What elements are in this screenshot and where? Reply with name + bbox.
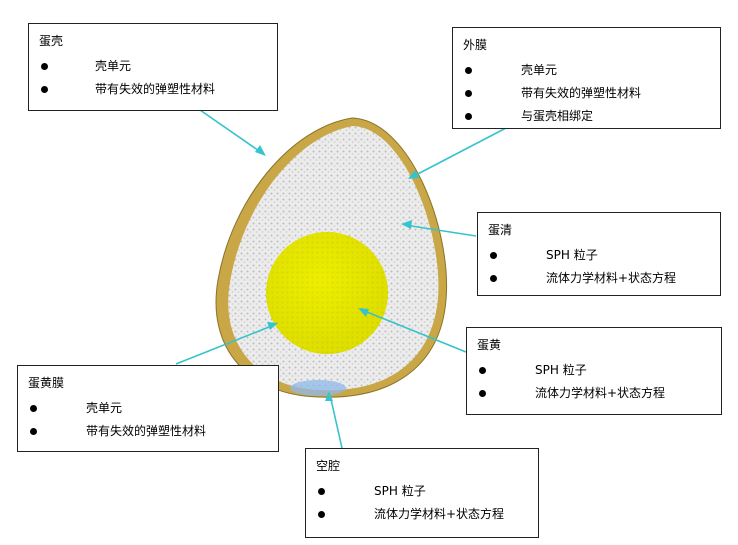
list-item: SPH 粒子 <box>488 244 710 267</box>
list-item-text: 带有失效的弹塑性材料 <box>86 424 207 438</box>
callout-list: 壳单元 带有失效的弹塑性材料 <box>39 55 267 101</box>
arrowhead-outer-membrane <box>408 170 419 179</box>
list-item: SPH 粒子 <box>477 359 711 382</box>
egg-yolk-shade <box>266 232 388 354</box>
callout-title: 蛋清 <box>488 223 513 237</box>
callout-yolk-membrane: 蛋黄膜 壳单元 带有失效的弹塑性材料 <box>17 365 279 452</box>
bullet-icon <box>490 275 497 282</box>
list-item-text: 与蛋壳相绑定 <box>521 109 594 123</box>
list-item: 带有失效的弹塑性材料 <box>28 420 268 443</box>
leader-yolk <box>361 309 467 353</box>
leader-outer-membrane <box>411 127 507 178</box>
callout-albumen: 蛋清 SPH 粒子 流体力学材料+状态方程 <box>477 212 721 296</box>
callout-title: 空腔 <box>316 459 341 473</box>
list-item: 壳单元 <box>28 397 268 420</box>
list-item: 与蛋壳相绑定 <box>463 105 710 128</box>
callout-outer-membrane: 外膜 壳单元 带有失效的弹塑性材料 与蛋壳相绑定 <box>452 27 721 129</box>
list-item-text: 壳单元 <box>86 401 123 415</box>
list-item-text: 壳单元 <box>95 59 132 73</box>
leader-shell <box>199 109 263 154</box>
callout-list: 壳单元 带有失效的弹塑性材料 与蛋壳相绑定 <box>463 59 710 128</box>
list-item-text: 流体力学材料+状态方程 <box>535 386 666 400</box>
list-item-text: 带有失效的弹塑性材料 <box>521 86 642 100</box>
bullet-icon <box>465 113 472 120</box>
leader-lines <box>175 109 507 449</box>
list-item-text: SPH 粒子 <box>374 484 426 498</box>
list-item: 流体力学材料+状态方程 <box>477 382 711 405</box>
list-item: 壳单元 <box>39 55 267 78</box>
egg-air-cell <box>290 380 346 396</box>
list-item-text: SPH 粒子 <box>535 363 587 377</box>
leader-yolk-membrane <box>175 324 275 365</box>
callout-air-cell: 空腔 SPH 粒子 流体力学材料+状态方程 <box>305 448 539 538</box>
callout-yolk: 蛋黄 SPH 粒子 流体力学材料+状态方程 <box>466 327 722 415</box>
callout-title: 蛋黄 <box>477 338 502 352</box>
callout-shell: 蛋壳 壳单元 带有失效的弹塑性材料 <box>28 23 278 111</box>
list-item: 流体力学材料+状态方程 <box>488 267 710 290</box>
list-item-text: 流体力学材料+状态方程 <box>546 271 677 285</box>
arrowhead-yolk-membrane <box>267 322 278 330</box>
callout-list: 壳单元 带有失效的弹塑性材料 <box>28 397 268 443</box>
bullet-icon <box>465 67 472 74</box>
list-item: 流体力学材料+状态方程 <box>316 503 528 526</box>
callout-title: 外膜 <box>463 38 488 52</box>
list-item-text: 流体力学材料+状态方程 <box>374 507 505 521</box>
bullet-icon <box>318 511 325 518</box>
bullet-icon <box>41 86 48 93</box>
list-item-text: 壳单元 <box>521 63 558 77</box>
bullet-icon <box>479 367 486 374</box>
list-item-text: 带有失效的弹塑性材料 <box>95 82 216 96</box>
bullet-icon <box>479 390 486 397</box>
arrowhead-yolk <box>358 308 369 317</box>
bullet-icon <box>30 428 37 435</box>
list-item: 带有失效的弹塑性材料 <box>39 78 267 101</box>
bullet-icon <box>490 252 497 259</box>
leader-air-cell <box>329 394 343 449</box>
callout-title: 蛋壳 <box>39 34 64 48</box>
arrowhead-albumen <box>401 220 412 229</box>
list-item-text: SPH 粒子 <box>546 248 598 262</box>
callout-list: SPH 粒子 流体力学材料+状态方程 <box>488 244 710 290</box>
leader-albumen <box>404 224 477 237</box>
callout-list: SPH 粒子 流体力学材料+状态方程 <box>477 359 711 405</box>
bullet-icon <box>318 488 325 495</box>
list-item: SPH 粒子 <box>316 480 528 503</box>
arrowhead-air-cell <box>325 391 333 401</box>
leader-arrowheads <box>255 145 419 401</box>
list-item: 带有失效的弹塑性材料 <box>463 82 710 105</box>
bullet-icon <box>41 63 48 70</box>
callout-list: SPH 粒子 流体力学材料+状态方程 <box>316 480 528 526</box>
bullet-icon <box>30 405 37 412</box>
list-item: 壳单元 <box>463 59 710 82</box>
arrowhead-shell <box>255 145 266 156</box>
callout-title: 蛋黄膜 <box>28 376 65 390</box>
bullet-icon <box>465 90 472 97</box>
